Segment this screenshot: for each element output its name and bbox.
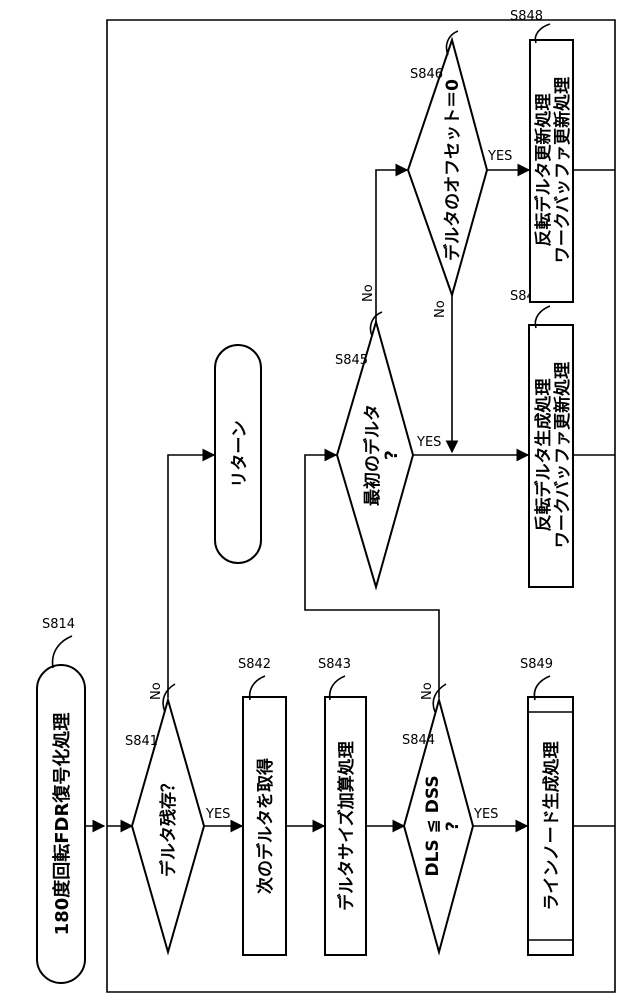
- connector-s845-s846: [376, 170, 407, 322]
- s842-label: 次のデルタを取得: [255, 758, 276, 894]
- start-terminal: 180度回転FDR復号化処理: [37, 665, 85, 983]
- s849-step-id: S849: [520, 657, 553, 672]
- s843-label: デルタサイズ加算処理: [336, 741, 357, 911]
- s844-no-label: No: [420, 682, 435, 700]
- s845-yes-label: YES: [416, 435, 441, 450]
- s847-line1: 反転デルタ生成処理: [533, 379, 554, 532]
- process-s843: デルタサイズ加算処理: [325, 697, 366, 955]
- start-step-leader: [53, 636, 72, 668]
- s844-yes-label: YES: [473, 807, 498, 822]
- s841-no-label: No: [149, 682, 164, 700]
- return-terminal: リターン: [215, 345, 261, 563]
- s844-label: DLS ≦ DSS: [423, 775, 443, 876]
- s841-yes-label: YES: [205, 807, 230, 822]
- s846-step-id: S846: [410, 67, 443, 82]
- s848-line2: ワークバッファ更新処理: [552, 77, 573, 263]
- s841-step-id: S841: [125, 734, 158, 749]
- s846-yes-label: YES: [487, 149, 512, 164]
- s844-step-id: S844: [402, 733, 435, 748]
- connector-s841-return: [168, 455, 214, 698]
- s841-label: デルタ残存？: [158, 775, 179, 877]
- s847-line2: ワークバッファ更新処理: [552, 362, 573, 548]
- process-s842: 次のデルタを取得: [243, 697, 286, 955]
- process-s847: 反転デルタ生成処理 ワークバッファ更新処理: [529, 325, 573, 587]
- start-step-id: S814: [42, 617, 75, 632]
- start-label: 180度回転FDR復号化処理: [51, 713, 73, 936]
- s846-label: デルタのオフセット＝0: [442, 79, 463, 261]
- process-s849: ラインノード生成処理: [528, 697, 573, 955]
- s846-no-label: No: [433, 300, 448, 318]
- s845-step-id: S845: [335, 353, 368, 368]
- s845-label-q: ?: [382, 450, 402, 460]
- s849-label: ラインノード生成処理: [541, 741, 562, 910]
- s842-step-id: S842: [238, 657, 271, 672]
- s848-step-id: S848: [510, 9, 543, 24]
- return-label: リターン: [230, 420, 250, 487]
- s848-line1: 反転デルタ更新処理: [533, 94, 554, 247]
- s844-label-q: ?: [443, 821, 463, 831]
- s843-step-id: S843: [318, 657, 351, 672]
- process-s848: 反転デルタ更新処理 ワークバッファ更新処理: [530, 40, 573, 302]
- s845-no-label: No: [361, 284, 376, 302]
- s845-label: 最初のデルタ: [362, 404, 383, 506]
